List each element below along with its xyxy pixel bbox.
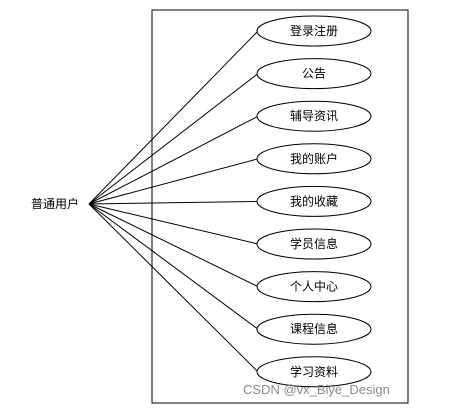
- use-case: 个人中心: [256, 271, 372, 303]
- use-case-label: 我的账户: [290, 151, 338, 166]
- association-line: [88, 203, 259, 288]
- association-line: [88, 203, 259, 245]
- use-case: 学习资料: [256, 356, 372, 388]
- association-line: [88, 73, 259, 205]
- association-line: [88, 203, 259, 373]
- use-case-label: 我的收藏: [290, 193, 338, 208]
- actor-label: 普通用户: [31, 196, 79, 211]
- use-case-ellipse: [256, 271, 372, 303]
- use-case-ellipse: [256, 313, 372, 345]
- use-case-label: 公告: [302, 67, 326, 81]
- watermark: CSDN @vx_Biye_Design: [243, 382, 390, 397]
- association-line: [88, 30, 259, 205]
- use-case: 我的账户: [256, 143, 372, 175]
- use-case-ellipse: [256, 15, 372, 47]
- use-case-ellipse: [256, 143, 372, 175]
- use-case-ellipse: [256, 228, 372, 260]
- use-case-label: 学习资料: [290, 364, 338, 379]
- use-case: 公告: [256, 58, 372, 90]
- use-case-label: 学员信息: [290, 236, 338, 251]
- association-lines: [88, 30, 259, 373]
- system-boundary: [151, 9, 409, 404]
- use-case-ellipse: [256, 356, 372, 388]
- use-case-label: 个人中心: [290, 279, 338, 294]
- association-line: [88, 115, 259, 205]
- use-case-ellipse: [256, 58, 372, 90]
- use-case: 课程信息: [256, 313, 372, 345]
- use-case-label: 课程信息: [290, 321, 338, 336]
- use-case-label: 登录注册: [290, 23, 338, 38]
- use-case: 学员信息: [256, 228, 372, 260]
- association-line: [88, 203, 259, 330]
- association-line: [88, 158, 259, 205]
- association-line: [88, 200, 259, 205]
- use-case-ellipse: [256, 100, 372, 132]
- use-case: 登录注册: [256, 15, 372, 47]
- use-case: 辅导资讯: [256, 100, 372, 132]
- use-case-label: 辅导资讯: [290, 109, 338, 123]
- use-case-ellipse: [256, 185, 372, 217]
- use-case: 我的收藏: [256, 185, 372, 217]
